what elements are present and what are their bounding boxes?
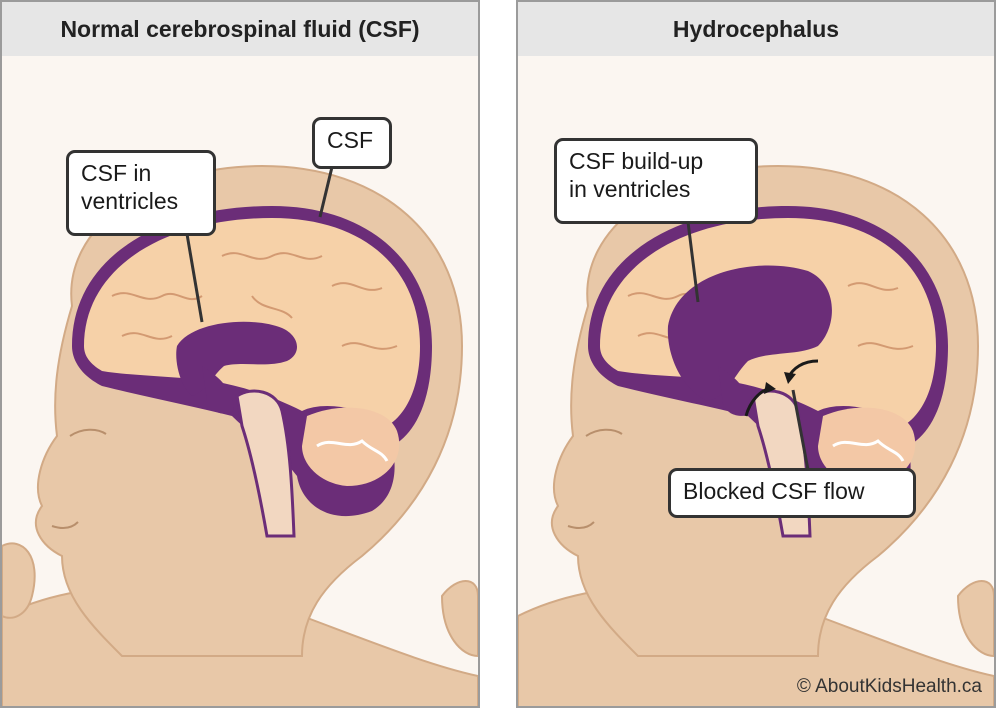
eye-line	[585, 428, 623, 437]
cerebellum-tree	[316, 439, 389, 462]
normal-head-illustration	[2, 164, 478, 706]
callout-blocked-csf-flow: Blocked CSF flow	[668, 468, 916, 518]
brain-cerebrum	[84, 218, 420, 426]
hydrocephalus-head-illustration	[518, 164, 994, 706]
panel-title: Normal cerebrospinal fluid (CSF)	[2, 2, 478, 56]
cerebellum-tree	[832, 439, 905, 462]
arm-shape-left	[2, 542, 36, 619]
hand-shape	[440, 580, 478, 658]
cerebellum	[302, 407, 400, 486]
normal-csf-panel: Normal cerebrospinal fluid (CSF)	[0, 0, 480, 708]
callout-csf: CSF	[312, 117, 392, 169]
mouth-line	[567, 521, 595, 530]
brainstem	[235, 389, 296, 538]
panel-title: Hydrocephalus	[518, 2, 994, 56]
eye-line	[69, 428, 107, 437]
mouth-line	[51, 521, 79, 530]
third-ventricle	[718, 366, 754, 416]
cerebellum	[818, 407, 916, 486]
hydrocephalus-panel: Hydrocephalus CSF build-up in ventricles…	[516, 0, 996, 708]
blockage-arrowhead-upper	[784, 372, 796, 384]
blockage-arrowhead-lower	[764, 382, 776, 394]
hand-shape	[956, 580, 994, 658]
callout-csf-in-ventricles: CSF in ventricles	[66, 150, 216, 236]
copyright-text: © AboutKidsHealth.ca	[796, 676, 982, 697]
callout-csf-buildup: CSF build-up in ventricles	[554, 138, 758, 224]
enlarged-ventricles	[667, 265, 832, 401]
third-ventricle	[202, 366, 234, 414]
